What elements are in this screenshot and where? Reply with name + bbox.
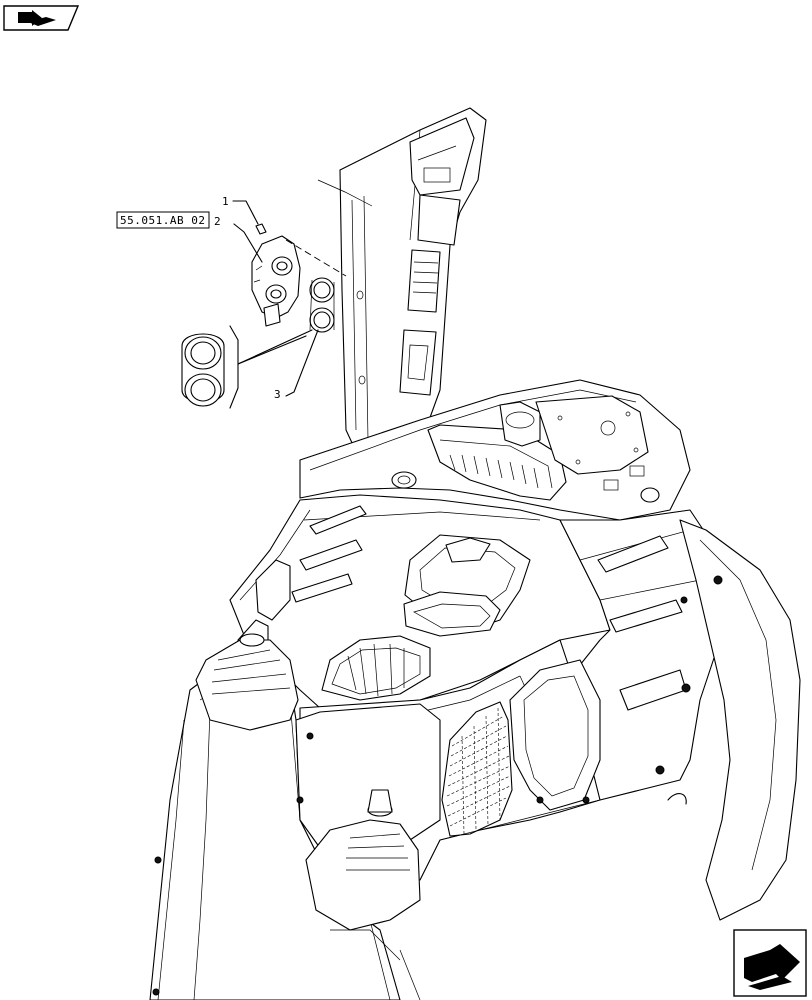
callout-1-label: 1 [222,195,229,208]
catalog-book-icon[interactable] [3,5,80,31]
grille-mesh [446,707,511,835]
cab-console-drawing [149,107,801,1000]
callout-2-label: 2 [214,215,221,228]
switch-assembly [251,223,347,333]
reference-link-label[interactable]: 55.051.AB 02 [120,214,205,227]
callout-3-label: 3 [274,388,281,401]
next-page-arrow-icon[interactable] [733,929,807,997]
callout-2: 2 [214,215,263,263]
reference-link-box[interactable]: 55.051.AB 02 [116,211,210,229]
callout-1: 1 [222,195,259,225]
seal-detail-view [181,325,313,409]
callout-3: 3 [274,329,319,401]
